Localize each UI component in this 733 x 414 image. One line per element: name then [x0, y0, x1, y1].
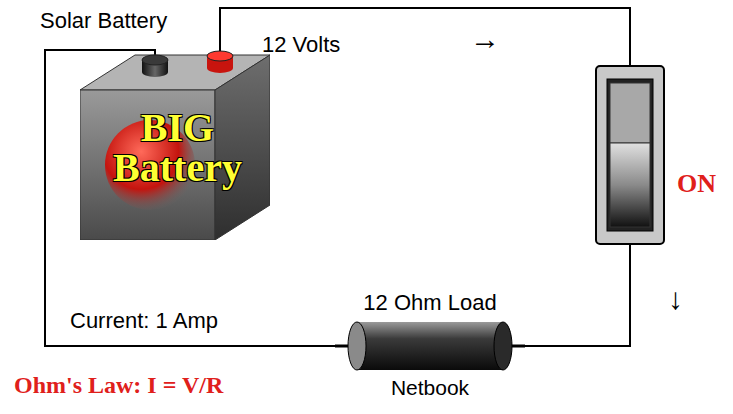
battery-heading: Solar Battery: [40, 8, 167, 34]
switch-rocker-top: [610, 83, 650, 143]
negative-terminal: [142, 67, 168, 77]
switch-node: ON: [595, 65, 665, 245]
positive-terminal: [207, 63, 233, 73]
load-body: [357, 322, 503, 370]
switch-plate: [596, 66, 664, 244]
switch-slot: [607, 79, 653, 231]
switch-state: ON: [677, 169, 716, 199]
battery-label: BIG Battery: [95, 108, 260, 188]
load-cylinder: [335, 318, 525, 374]
current-label: Current: 1 Amp: [70, 308, 218, 334]
load-caption: Netbook: [391, 376, 469, 400]
negative-terminal: [142, 55, 168, 65]
positive-terminal: [207, 51, 233, 61]
current-arrow: ↓: [668, 282, 683, 316]
battery-node: Solar BatteryBIG Battery: [80, 40, 270, 240]
toggle-switch: [595, 65, 665, 245]
wire: [45, 50, 335, 346]
voltage-label: 12 Volts: [262, 32, 340, 58]
load-end: [348, 322, 366, 370]
formula-label: Ohm's Law: I = V/R: [14, 372, 223, 399]
load-end: [494, 322, 512, 370]
switch-rocker-bottom: [610, 143, 650, 227]
wire: [220, 8, 630, 65]
load-node: 12 Ohm LoadNetbook: [335, 290, 525, 400]
wire: [525, 245, 630, 346]
current-arrow: →: [470, 22, 500, 56]
load-heading: 12 Ohm Load: [363, 290, 496, 316]
